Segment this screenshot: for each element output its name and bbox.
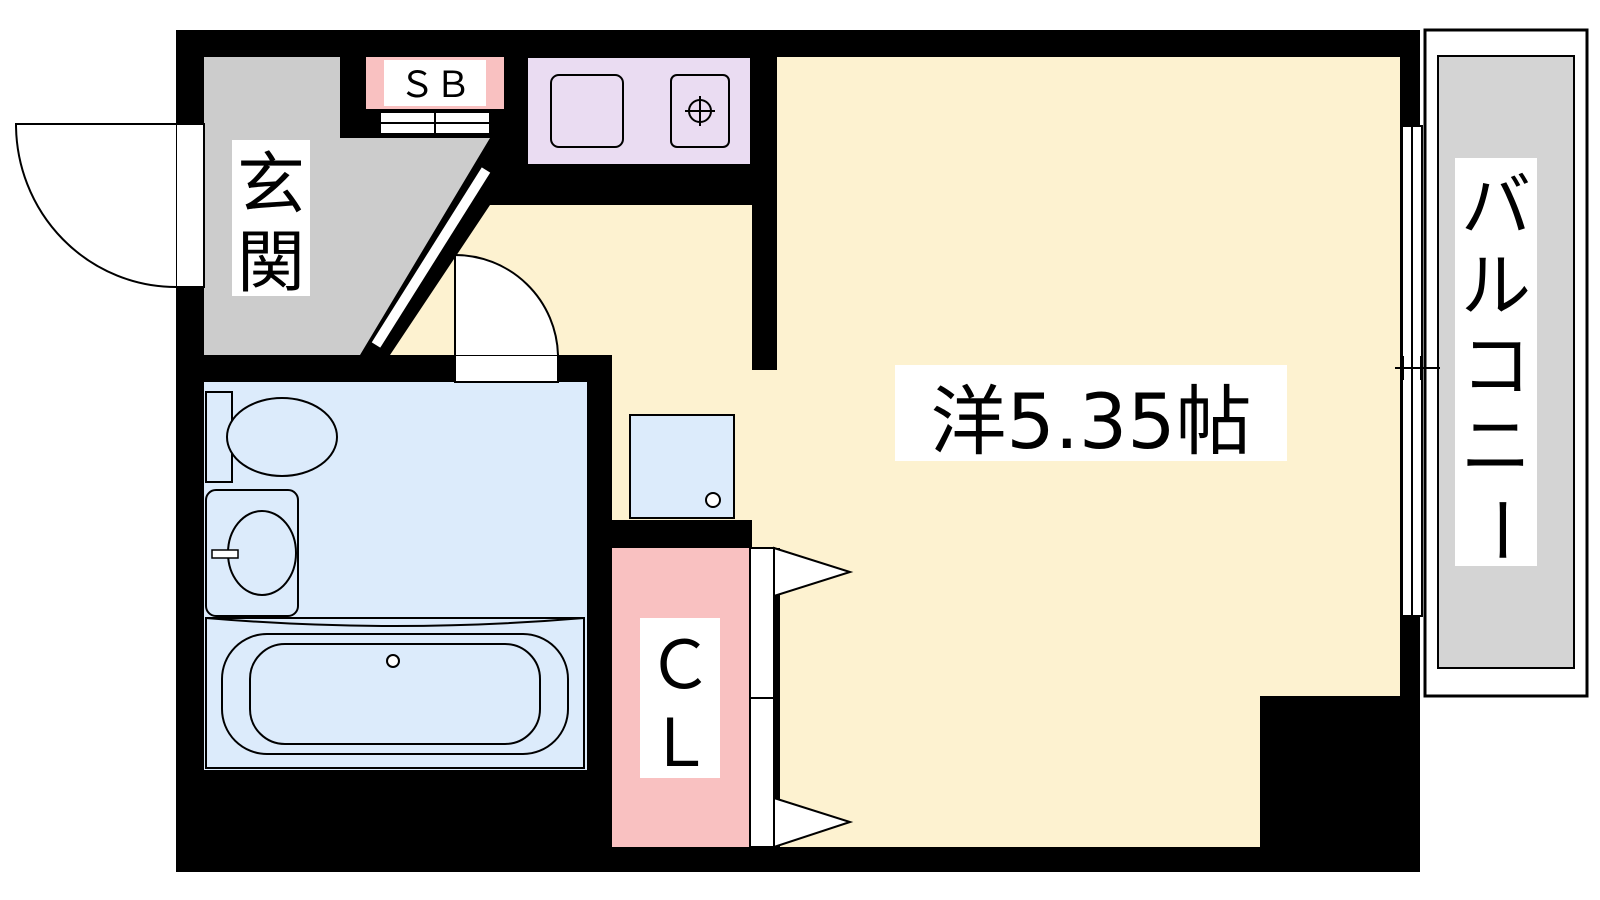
washer-drain-icon <box>705 492 721 508</box>
balcony-label-char-5: ー <box>1459 495 1541 565</box>
toilet-bowl <box>226 397 338 477</box>
closet-label-char-2: Ｌ <box>647 705 713 782</box>
bathroom-door-frame <box>454 354 559 383</box>
genkan-label-char-1: 玄 <box>237 146 305 225</box>
closet-door-swing-bottom <box>773 796 854 849</box>
balcony-label-bg <box>1455 158 1537 566</box>
shoe-box-label-bg <box>384 60 486 106</box>
closet-door-swing-top <box>773 546 854 598</box>
balcony-label-char-3: コ <box>1461 325 1531 407</box>
bathtub-drain-icon <box>386 654 400 668</box>
closet-label-bg <box>640 618 720 778</box>
entrance-door-frame <box>175 123 205 288</box>
room-label-bg <box>895 365 1287 461</box>
balcony-label-char-2: ル <box>1461 245 1531 327</box>
bathroom-door-swing <box>454 253 559 356</box>
bathtub-inner <box>249 643 541 745</box>
closet-label-char-1: Ｃ <box>647 627 713 704</box>
balcony-label-char-4: ニ <box>1461 405 1531 487</box>
faucet-icon <box>211 549 239 559</box>
closet-door-right <box>749 697 775 848</box>
room-label: 洋5.35帖 <box>930 377 1251 466</box>
balcony-label-char-1: バ <box>1461 165 1531 247</box>
entrance-door-swing <box>14 123 177 288</box>
genkan-label-char-2: 関 <box>237 224 305 303</box>
closet-door-left <box>749 547 775 699</box>
kitchen-sink <box>550 74 624 148</box>
genkan-label-bg <box>232 140 310 296</box>
shoe-box-label: ＳＢ <box>399 65 471 106</box>
